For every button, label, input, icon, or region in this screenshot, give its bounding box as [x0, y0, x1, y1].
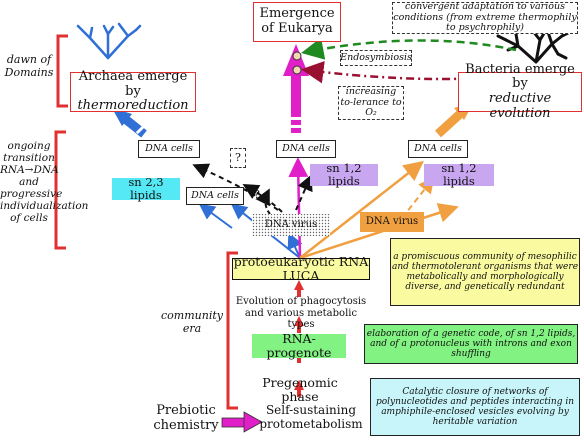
bracket-dawn: [56, 34, 68, 108]
box-archaea-emerge: Archaea emerge by thermoreduction: [70, 69, 196, 113]
bracket-transition: [54, 130, 66, 250]
box-dna-cells-low: DNA cells: [186, 187, 244, 205]
archaea-tree-icon: [76, 22, 142, 60]
box-catalytic-note: Catalytic closure of networks of polynuc…: [370, 378, 580, 436]
line-orange-right: [299, 160, 424, 259]
box-sn12-lipids-right: sn 1,2 lipids: [424, 162, 494, 187]
box-sn23-lipids: sn 2,3 lipids: [112, 176, 180, 201]
arrow-black-dashed-3: [295, 174, 313, 211]
box-bacteria-emerge: Bacteria emerge by reductive evolution: [458, 62, 582, 120]
line-blue-sn23: [198, 203, 233, 229]
label-community-era: community era: [161, 309, 223, 335]
label-phagocytosis: Evolution of phagocytosis and various me…: [235, 296, 367, 330]
line-luca-dnavirus: [287, 232, 303, 259]
bracket-community: [226, 251, 238, 410]
label-prebiotic-chemistry: Prebiotic chemistry: [153, 403, 219, 433]
box-luca-note: a promiscuous community of mesophilic an…: [390, 238, 580, 306]
box-o2-tolerance: increasing to-lerance to O₂: [338, 86, 404, 120]
line-magenta-trunk: [288, 157, 309, 259]
box-rna-luca: protoeukaryotic RNA LUCA: [232, 254, 370, 283]
label-dawn-of-domains: dawn of Domains: [4, 53, 54, 79]
line-orange-dashed: [401, 176, 435, 219]
arrow-prebiotic: [221, 411, 263, 433]
box-convergent-adaptation: convergent adaptation to various conditi…: [392, 1, 578, 34]
line-orange-lower: [299, 203, 459, 260]
box-rna-progenote: RNA-progenote: [252, 332, 346, 360]
box-endosymbiosis: Endosymbiosis: [340, 50, 412, 66]
box-progenote-note: elaboration of a genetic code, of sn 1,2…: [364, 324, 578, 364]
box-dna-cells-left: DNA cells: [138, 140, 200, 158]
box-dna-cells-right: DNA cells: [408, 140, 468, 158]
label-self-sustaining-protometabolism: Self-sustaining protometabolism: [259, 403, 363, 431]
label-dna-virus-left: DNA virus: [264, 219, 318, 231]
box-question-2: ?: [254, 187, 260, 201]
label-pregenomic-phase: Pregenomic phase: [262, 375, 338, 405]
label-transition: ongoing transition RNA→DNA and progressi…: [0, 140, 89, 225]
arrow-green-dashed: [301, 37, 517, 60]
arrow-black-dashed-4: [255, 188, 271, 215]
label-dna-virus-right: DNA virus: [360, 212, 424, 232]
box-question-1: ?: [230, 148, 246, 168]
dna-virus-dotted-patch: [252, 214, 330, 236]
box-sn12-lipids-mid: sn 1,2 lipids: [310, 162, 378, 187]
arrow-to-eukarya: [283, 44, 309, 133]
box-emergence-eukarya: Emergence of Eukarya: [253, 2, 341, 42]
arrow-to-archaea: [112, 108, 147, 138]
box-dna-cells-mid: DNA cells: [276, 140, 336, 158]
